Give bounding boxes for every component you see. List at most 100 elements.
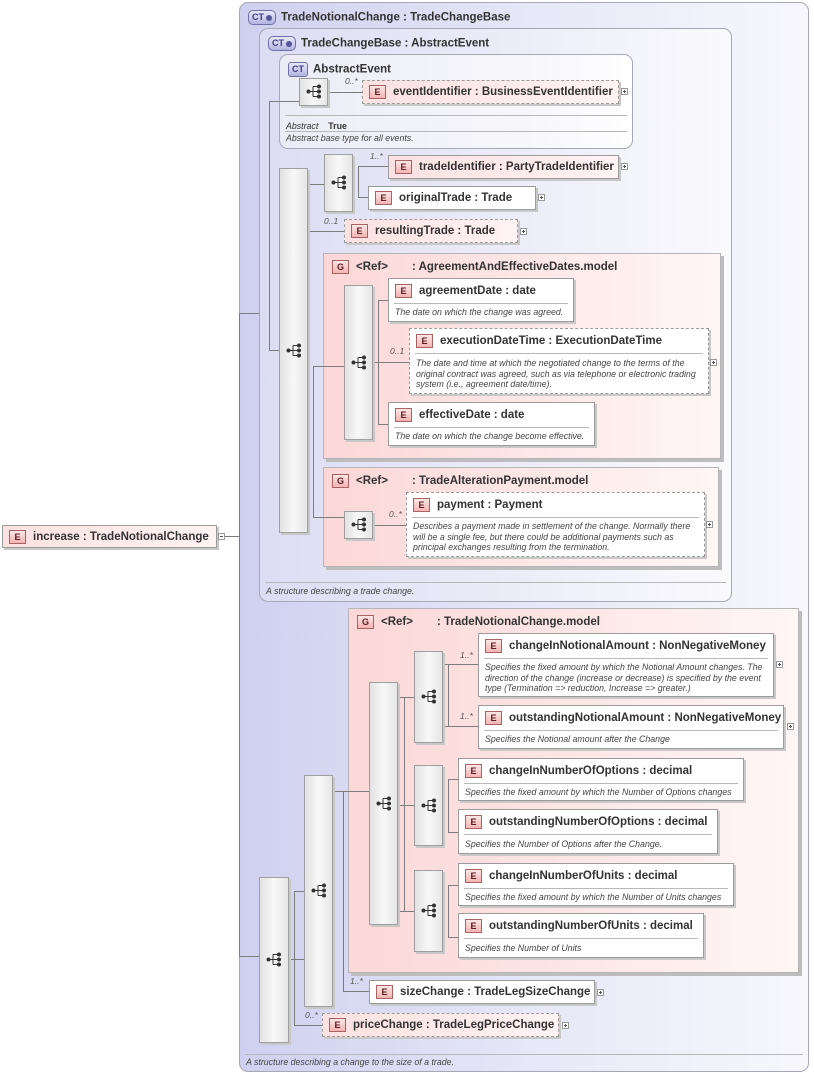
sequence-compositor[interactable]: [304, 775, 333, 1007]
sequence-compositor[interactable]: [344, 285, 373, 440]
expand-icon[interactable]: [710, 359, 717, 366]
element-doc: Specifies the fixed amount by which the …: [485, 662, 763, 693]
group-badge: G: [332, 260, 349, 274]
expand-icon[interactable]: [520, 228, 527, 235]
sequence-compositor[interactable]: [414, 765, 443, 846]
expand-icon[interactable]: [562, 1022, 569, 1029]
sequence-icon: [421, 689, 436, 704]
element-title: sizeChange : TradeLegSizeChange: [400, 986, 591, 999]
element-title: executionDateTime : ExecutionDateTime: [440, 335, 662, 348]
element-doc: Specifies the Notional amount after the …: [485, 734, 670, 744]
element-badge: E: [465, 919, 482, 933]
element-title: resultingTrade : Trade: [375, 225, 496, 238]
occurrence-label: 1..*: [460, 650, 473, 660]
element-badge: E: [465, 869, 482, 883]
root-element-type: TradeNotionalChange: [89, 530, 209, 543]
element-badge: E: [465, 815, 482, 829]
element-title: outstandingNumberOfUnits : decimal: [489, 920, 693, 933]
group-badge: G: [332, 474, 349, 488]
sequence-icon: [351, 355, 366, 369]
sequence-icon: [306, 84, 321, 99]
element-badge: E: [465, 764, 482, 778]
element-doc: Specifies the Number of Options after th…: [465, 839, 663, 849]
expand-icon[interactable]: [776, 661, 783, 668]
expand-icon[interactable]: [538, 194, 545, 201]
element-badge: E: [413, 498, 430, 512]
element-title: tradeIdentifier : PartyTradeIdentifier: [419, 161, 614, 174]
expand-icon[interactable]: [706, 521, 713, 528]
sequence-compositor[interactable]: [324, 154, 353, 212]
element-doc: The date and time at which the negotiate…: [416, 358, 696, 389]
element-doc: Specifies the fixed amount by which the …: [465, 892, 722, 902]
group-title: : TradeAlterationPayment.model: [412, 475, 589, 488]
group-ref: <Ref>: [356, 475, 388, 488]
expand-icon[interactable]: [621, 88, 628, 95]
sequence-compositor[interactable]: [414, 870, 443, 952]
element-title: changeInNumberOfUnits : decimal: [489, 870, 678, 883]
group-title: : TradeNotionalChange.model: [437, 616, 600, 629]
group-ref: <Ref>: [356, 261, 388, 274]
sequence-compositor[interactable]: [299, 78, 328, 106]
complex-type-badge: CT: [268, 36, 296, 51]
element-badge: E: [369, 85, 386, 99]
element-badge: E: [416, 334, 433, 348]
occurrence-label: 0..*: [305, 1010, 318, 1020]
sequence-compositor[interactable]: [279, 168, 308, 533]
sequence-compositor[interactable]: [259, 877, 289, 1043]
group-badge: G: [357, 615, 374, 629]
element-badge: E: [395, 284, 412, 298]
element-title: outstandingNotionalAmount : NonNegativeM…: [509, 712, 782, 725]
complex-type-title: TradeNotionalChange : TradeChangeBase: [281, 11, 511, 24]
occurrence-label: 1..*: [350, 976, 363, 986]
element-badge: E: [375, 191, 392, 205]
occurrence-label: 0..1: [390, 346, 405, 356]
complex-type-doc: A structure describing a change to the s…: [246, 1057, 454, 1067]
complex-type-title: TradeChangeBase : AbstractEvent: [301, 37, 490, 50]
sequence-icon: [331, 175, 346, 190]
element-title: changeInNumberOfOptions : decimal: [489, 765, 693, 778]
sequence-compositor[interactable]: [344, 511, 373, 539]
element-title: priceChange : TradeLegPriceChange: [353, 1019, 555, 1032]
occurrence-label: 0..*: [389, 509, 402, 519]
group-ref: <Ref>: [381, 616, 413, 629]
sequence-compositor[interactable]: [414, 651, 443, 743]
element-title: payment : Payment: [437, 499, 543, 512]
expand-icon[interactable]: [597, 989, 604, 996]
sequence-icon: [376, 796, 391, 810]
occurrence-label: 0..1: [324, 216, 339, 226]
element-badge: E: [485, 711, 502, 725]
sequence-icon: [421, 903, 436, 918]
sequence-icon: [266, 952, 281, 967]
sequence-compositor[interactable]: [369, 682, 398, 925]
occurrence-label: 1..*: [460, 711, 473, 721]
sequence-icon: [351, 517, 366, 532]
element-badge: E: [351, 224, 368, 238]
expand-icon[interactable]: [787, 723, 794, 730]
element-badge: E: [9, 529, 26, 544]
element-doc: Describes a payment made in settlement o…: [413, 521, 691, 552]
element-doc: Specifies the fixed amount by which the …: [465, 787, 732, 797]
element-title: eventIdentifier : BusinessEventIdentifie…: [393, 86, 613, 99]
collapse-icon[interactable]: [218, 533, 225, 540]
element-badge: E: [395, 408, 412, 422]
element-title: outstandingNumberOfOptions : decimal: [489, 816, 708, 829]
element-title: effectiveDate : date: [419, 409, 525, 422]
expand-icon[interactable]: [621, 163, 628, 170]
